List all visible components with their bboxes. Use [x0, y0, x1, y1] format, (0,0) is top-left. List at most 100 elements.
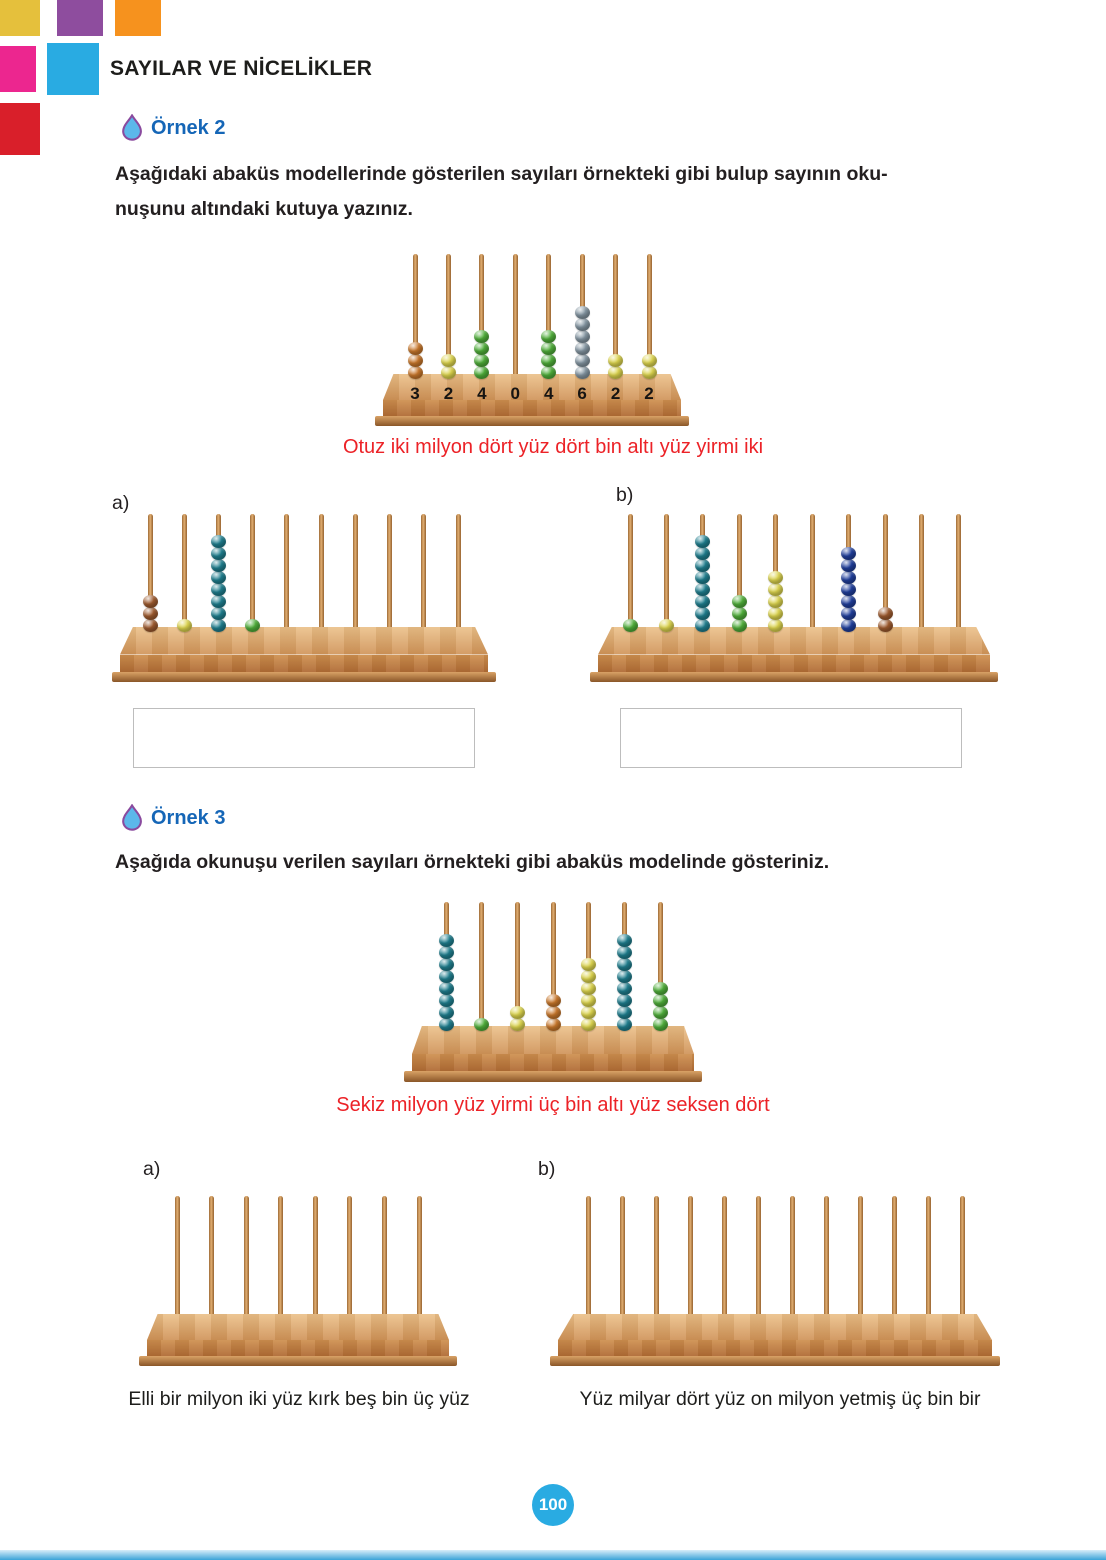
abacus-rod [284, 514, 290, 639]
ornek2-answer-box-a[interactable] [133, 708, 475, 768]
ornek2-instruction: Aşağıdaki abaküs modellerinde gösterilen… [115, 157, 1045, 227]
abacus-bead [545, 1006, 561, 1019]
abacus-rod [181, 514, 187, 639]
ornek3-heading: Örnek 3 [121, 804, 225, 832]
abacus-base-lip [139, 1356, 457, 1366]
abacus-bead [695, 547, 711, 560]
abacus-base-top [598, 627, 990, 655]
abacus-rod [585, 1196, 591, 1326]
corner-square-purple [57, 0, 103, 36]
ornek2-example-reading: Otuz iki milyon dört yüz dört bin altı y… [342, 436, 764, 458]
abacus-rod [955, 514, 961, 639]
abacus-bead [768, 571, 784, 584]
abacus-base-top [120, 627, 488, 655]
abacus-rod [959, 1196, 965, 1326]
abacus-bead [545, 1018, 561, 1031]
instruction-line: nuşunu altındaki kutuya yazınız. [115, 198, 413, 220]
abacus-bead [438, 970, 454, 983]
abacus-bead [541, 342, 557, 355]
instruction-line: Aşağıdaki abaküs modellerinde gösterilen… [115, 163, 888, 185]
abacus-rod [663, 514, 669, 639]
abacus-bead [440, 366, 456, 379]
corner-square-blue [47, 43, 99, 95]
abacus-bead [581, 1006, 597, 1019]
abacus-rod [882, 514, 888, 639]
abacus-bead [841, 559, 857, 572]
abacus-bead [768, 619, 784, 632]
abacus-bead [841, 583, 857, 596]
abacus-rod [412, 254, 418, 386]
abacus-bead [731, 595, 747, 608]
abacus-bead [616, 934, 632, 947]
abacus-bead [695, 583, 711, 596]
abacus-base [590, 627, 998, 682]
ornek2-label-b: b) [616, 484, 634, 506]
abacus-bead [541, 354, 557, 367]
abacus-rod [857, 1196, 863, 1326]
abacus-bead [142, 607, 158, 620]
abacus-bead [541, 366, 557, 379]
abacus-ornek3-b[interactable] [550, 1196, 1000, 1366]
abacus-base [139, 1314, 457, 1366]
abacus-base-lip [404, 1071, 702, 1082]
abacus-bead [768, 595, 784, 608]
abacus-bead [474, 354, 490, 367]
abacus-rod [789, 1196, 795, 1326]
abacus-bead [841, 547, 857, 560]
abacus-bead [474, 330, 490, 343]
abacus-rod [312, 1196, 318, 1326]
abacus-rod [352, 514, 358, 639]
abacus-rod [347, 1196, 353, 1326]
abacus-bead [877, 619, 893, 632]
abacus-digit: 2 [610, 384, 621, 403]
abacus-digit: 6 [577, 384, 587, 403]
abacus-bead [616, 958, 632, 971]
abacus-bead [652, 1006, 668, 1019]
ornek2-heading: Örnek 2 [121, 114, 225, 142]
example-drop-icon [121, 804, 144, 832]
abacus-rod [387, 514, 393, 639]
abacus-bead [509, 1006, 525, 1019]
abacus-ornek3-a[interactable] [139, 1196, 457, 1366]
abacus-bead [581, 982, 597, 995]
ornek2-answer-box-b[interactable] [620, 708, 962, 768]
footer-bar [0, 1550, 1106, 1560]
abacus-base [550, 1314, 1000, 1366]
abacus-bead [695, 535, 711, 548]
abacus-bead [768, 583, 784, 596]
abacus-bead [407, 342, 423, 355]
abacus-rod [514, 902, 520, 1038]
abacus-bead [210, 547, 226, 560]
abacus-ornek2-a [112, 514, 496, 682]
page-title: SAYILAR VE NİCELİKLER [110, 57, 373, 80]
abacus-bead [438, 1018, 454, 1031]
abacus-bead [581, 1018, 597, 1031]
abacus-digit: 4 [543, 384, 554, 403]
example-drop-icon [121, 114, 144, 142]
abacus-bead [541, 330, 557, 343]
abacus-bead [616, 994, 632, 1007]
abacus-bead [474, 366, 490, 379]
abacus-bead [616, 946, 632, 959]
abacus-rod [925, 1196, 931, 1326]
ornek3-instruction: Aşağıda okunuşu verilen sayıları örnekte… [115, 845, 1075, 880]
abacus-digit: 2 [443, 384, 454, 403]
abacus-bead [641, 354, 657, 367]
abacus-rod [174, 1196, 180, 1326]
abacus-rod [455, 514, 461, 639]
abacus-bead [608, 354, 624, 367]
abacus-base-front [383, 400, 681, 417]
page-number-badge: 100 [532, 1484, 574, 1526]
abacus-bead [658, 619, 674, 632]
ornek3-label-b: b) [538, 1158, 556, 1180]
abacus-ornek3-example [404, 902, 702, 1082]
abacus-bead [581, 958, 597, 971]
abacus-bead [695, 595, 711, 608]
abacus-bead [142, 595, 158, 608]
abacus-bead [581, 994, 597, 1007]
abacus-base-lip [112, 671, 496, 682]
abacus-bead [574, 318, 590, 331]
abacus-base-lip [550, 1356, 1000, 1366]
